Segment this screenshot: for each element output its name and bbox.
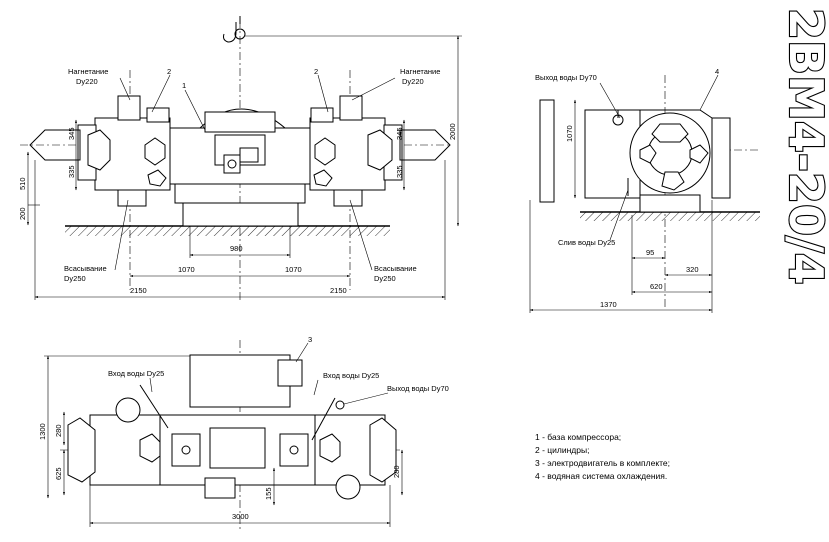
dim-2000: 2000 bbox=[448, 123, 457, 140]
callout-2a: 2 bbox=[167, 67, 171, 76]
dim-2150-right: 2150 bbox=[330, 286, 347, 295]
suction-right-dy: Dy250 bbox=[374, 274, 396, 283]
side-dim-1070: 1070 bbox=[565, 125, 574, 142]
side-dim-320: 320 bbox=[686, 265, 699, 274]
callout-2b: 2 bbox=[314, 67, 318, 76]
suction-right-label: Всасывание bbox=[374, 264, 417, 273]
callout-4: 4 bbox=[715, 67, 719, 76]
top-dim-625: 625 bbox=[54, 467, 63, 480]
dim-335-left: 335 bbox=[67, 165, 76, 178]
top-dim-155: 155 bbox=[264, 487, 273, 500]
legend-item-4: 4 - водяная система охлаждения. bbox=[535, 471, 667, 481]
foundation-block bbox=[182, 202, 299, 227]
top-dim-1300: 1300 bbox=[38, 423, 47, 440]
lifting-hook-icon bbox=[223, 16, 246, 43]
dim-1070-left: 1070 bbox=[178, 265, 195, 274]
discharge-right-label: Нагнетание bbox=[400, 67, 440, 76]
top-water-outlet: Выход воды Dy70 bbox=[387, 384, 449, 393]
motor bbox=[214, 134, 266, 174]
suction-left-dy: Dy250 bbox=[64, 274, 86, 283]
front-view: Нагнетание Dy220 Нагнетание Dy220 Всасыв… bbox=[18, 16, 462, 300]
ground-hatch bbox=[65, 226, 390, 236]
top-dim-280-left: 280 bbox=[54, 424, 63, 437]
callout-3: 3 bbox=[308, 335, 312, 344]
dim-510: 510 bbox=[18, 177, 27, 190]
right-cylinder bbox=[309, 95, 451, 207]
discharge-left-label: Нагнетание bbox=[68, 67, 108, 76]
left-cylinder bbox=[29, 95, 171, 207]
discharge-left-dy: Dy220 bbox=[76, 77, 98, 86]
top-water-inlet-left: Вход воды Dy25 bbox=[108, 369, 164, 378]
top-dim-3000: 3000 bbox=[232, 512, 249, 521]
callout-1: 1 bbox=[182, 81, 186, 90]
side-water-outlet: Выход воды Dy70 bbox=[535, 73, 597, 82]
flywheel bbox=[629, 112, 711, 194]
dim-335-right: 335 bbox=[395, 165, 404, 178]
legend-item-2: 2 - цилиндры; bbox=[535, 445, 589, 455]
dim-1070-right: 1070 bbox=[285, 265, 302, 274]
top-water-inlet-right: Вход воды Dy25 bbox=[323, 371, 379, 380]
side-dim-620: 620 bbox=[650, 282, 663, 291]
side-dim-1370: 1370 bbox=[600, 300, 617, 309]
top-dim-280-right: 280 bbox=[392, 465, 401, 478]
dim-345-right: 345 bbox=[395, 127, 404, 140]
suction-left-label: Всасывание bbox=[64, 264, 107, 273]
top-view: Вход воды Dy25 Вход воды Dy25 Выход воды… bbox=[38, 335, 449, 530]
dim-980: 980 bbox=[230, 244, 243, 253]
discharge-right-dy: Dy220 bbox=[402, 77, 424, 86]
model-title: 2ВМ4-20/4 bbox=[779, 8, 829, 285]
legend-item-3: 3 - электродвигатель в комплекте; bbox=[535, 458, 670, 468]
side-view: Выход воды Dy70 Слив воды Dy25 4 1070 95… bbox=[529, 67, 760, 313]
legend: 1 - база компрессора; 2 - цилиндры; 3 - … bbox=[535, 432, 670, 481]
dim-2150-left: 2150 bbox=[130, 286, 147, 295]
dim-200: 200 bbox=[18, 207, 27, 220]
side-water-drain: Слив воды Dy25 bbox=[558, 238, 615, 247]
legend-item-1: 1 - база компрессора; bbox=[535, 432, 621, 442]
side-dim-95: 95 bbox=[646, 248, 654, 257]
dim-345-left: 345 bbox=[67, 127, 76, 140]
